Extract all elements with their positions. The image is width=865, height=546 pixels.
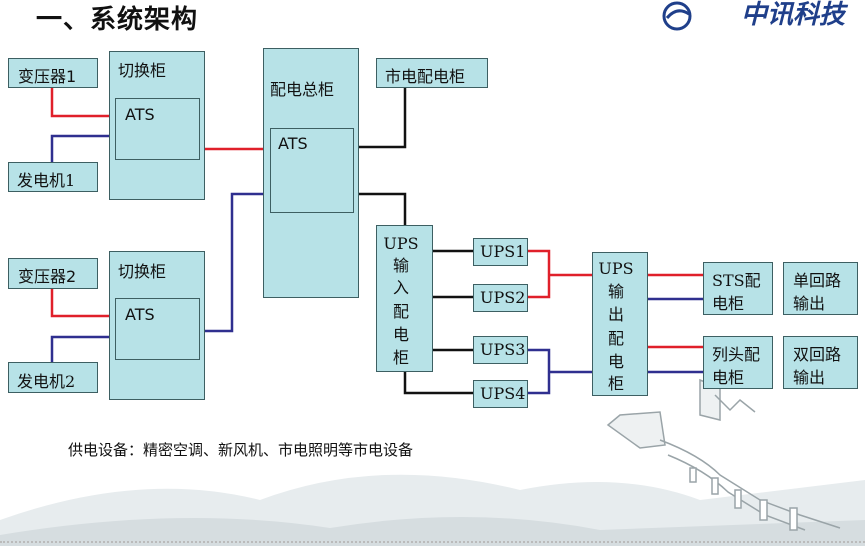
ups-output-label-5: 柜 xyxy=(607,374,624,393)
single-output-line2: 输出 xyxy=(793,294,826,313)
ats1-box: ATS xyxy=(115,98,200,160)
line-ups1-output xyxy=(528,249,551,299)
ups-input-cabinet: UPS 输 入 配 电 柜 xyxy=(376,225,433,372)
ups-input-label-3: 配 xyxy=(392,302,409,321)
line-ats2-main xyxy=(200,192,270,333)
main-ats-label: ATS xyxy=(278,134,308,153)
ups4-box: UPS4 xyxy=(473,380,528,408)
ups-output-cabinet: UPS 输 出 配 电 柜 xyxy=(592,252,648,396)
ups-input-label-4: 电 xyxy=(392,325,409,344)
ups-output-label-1: 输 xyxy=(607,282,624,301)
ups-output-label-4: 电 xyxy=(607,352,624,371)
brand-logo xyxy=(662,1,692,31)
page-title: 一、系统架构 xyxy=(36,5,199,35)
line-main-ups-input xyxy=(354,192,407,225)
generator1-label: 发电机1 xyxy=(17,171,76,190)
switch-cabinet-2-label: 切换柜 xyxy=(118,262,167,281)
dual-circuit-output: 双回路 输出 xyxy=(783,336,858,389)
line-ups3-output xyxy=(528,348,551,395)
ups-input-label-2: 入 xyxy=(392,278,409,297)
ups-input-label-5: 柜 xyxy=(392,348,409,367)
ups-input-label-1: 输 xyxy=(392,256,409,275)
switch-cabinet-1-label: 切换柜 xyxy=(118,61,167,80)
generator2-box: 发电机2 xyxy=(8,362,98,393)
ups2-label: UPS2 xyxy=(480,288,526,307)
transformer2-box: 变压器2 xyxy=(8,258,98,289)
ups3-box: UPS3 xyxy=(473,336,528,364)
transformer1-box: 变压器1 xyxy=(8,58,98,88)
sts-cabinet: STS配 电柜 xyxy=(703,262,773,315)
line-transformer1-ats xyxy=(50,88,112,118)
dual-output-line1: 双回路 xyxy=(793,345,842,364)
single-output-line1: 单回路 xyxy=(793,271,842,290)
transformer1-label: 变压器1 xyxy=(18,67,77,86)
logo-text: 中讯科技 xyxy=(740,0,845,30)
head-cabinet: 列头配 电柜 xyxy=(703,336,773,389)
single-circuit-output: 单回路 输出 xyxy=(783,262,858,315)
line-transformer2-ats xyxy=(50,289,112,318)
line-main-city xyxy=(354,86,407,149)
ups-output-label-0: UPS xyxy=(598,259,634,278)
ups2-box: UPS2 xyxy=(473,284,528,312)
ats2-box: ATS xyxy=(115,298,200,360)
ats1-label: ATS xyxy=(125,105,155,124)
generator2-label: 发电机2 xyxy=(17,372,76,391)
line-generator1-ats xyxy=(50,134,112,162)
ups4-label: UPS4 xyxy=(480,384,526,403)
power-equipment-note: 供电设备：精密空调、新风机、市电照明等市电设备 xyxy=(68,441,414,459)
line-generator2-ats xyxy=(50,335,112,362)
sts-cabinet-line2: 电柜 xyxy=(712,294,745,313)
ups-output-label-2: 出 xyxy=(607,305,624,324)
city-cabinet-label: 市电配电柜 xyxy=(385,67,466,86)
main-cabinet-label: 配电总柜 xyxy=(270,80,335,99)
ats2-label: ATS xyxy=(125,305,155,324)
generator1-box: 发电机1 xyxy=(8,162,98,192)
sts-cabinet-line1: STS配 xyxy=(712,271,761,290)
mountain-silhouette-front xyxy=(0,516,865,546)
ups3-label: UPS3 xyxy=(480,340,526,359)
ups1-box: UPS1 xyxy=(473,238,528,266)
city-power-cabinet: 市电配电柜 xyxy=(376,58,488,88)
transformer2-label: 变压器2 xyxy=(18,267,77,286)
ups1-label: UPS1 xyxy=(480,242,526,261)
head-cabinet-line2: 电柜 xyxy=(712,368,745,387)
dual-output-line2: 输出 xyxy=(793,368,826,387)
bottom-divider xyxy=(0,541,865,543)
ups-input-label-0: UPS xyxy=(383,234,419,253)
ups-output-label-3: 配 xyxy=(607,329,624,348)
head-cabinet-line1: 列头配 xyxy=(712,345,761,364)
line-input-ups4 xyxy=(403,372,473,395)
logo-swirl-icon xyxy=(662,1,692,31)
main-ats-box: ATS xyxy=(270,128,354,213)
